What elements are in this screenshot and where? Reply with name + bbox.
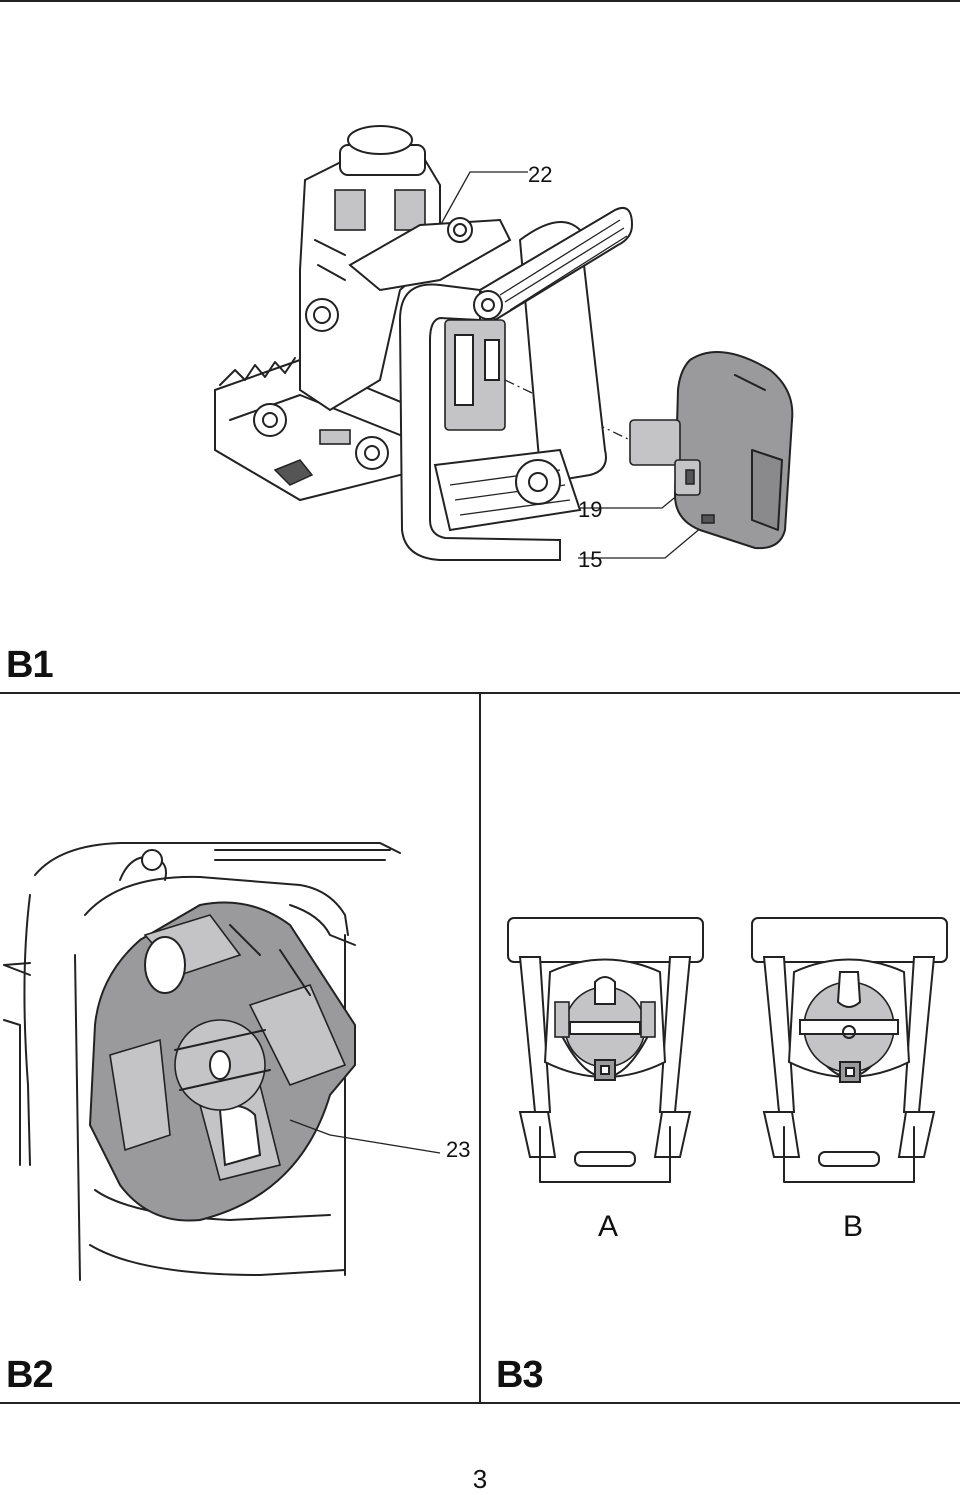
battery-pack-drawing	[629, 351, 794, 550]
figure-b3-illustration	[507, 917, 948, 1183]
figure-b1-illustration	[214, 125, 794, 561]
view-a-drawing	[507, 917, 704, 1183]
figure-b2-illustration	[3, 842, 441, 1281]
leader-line-23	[289, 1119, 441, 1154]
top-border-rule	[0, 0, 960, 2]
panel-divider-rule	[479, 692, 481, 1402]
page-number: 3	[472, 1464, 488, 1494]
figure-label-b3: B3	[496, 1354, 544, 1396]
callout-19: 19	[578, 497, 603, 522]
callout-22: 22	[528, 162, 553, 187]
figure-label-b1: B1	[6, 644, 54, 686]
leader-line-22	[439, 171, 528, 227]
leader-line-15	[578, 521, 709, 559]
laser-tool-drawing	[214, 125, 512, 502]
bottom-rule	[0, 1402, 960, 1404]
sublabel-b: B	[843, 1210, 864, 1243]
callout-15: 15	[578, 547, 603, 572]
view-b-drawing	[751, 917, 948, 1183]
tool-stand-frame	[398, 206, 634, 561]
housing-drawing	[3, 842, 401, 1281]
callout-23: 23	[446, 1137, 471, 1162]
figure-label-b2: B2	[6, 1354, 54, 1396]
sublabel-a: A	[598, 1210, 619, 1243]
mounting-plate-drawing	[88, 901, 356, 1222]
